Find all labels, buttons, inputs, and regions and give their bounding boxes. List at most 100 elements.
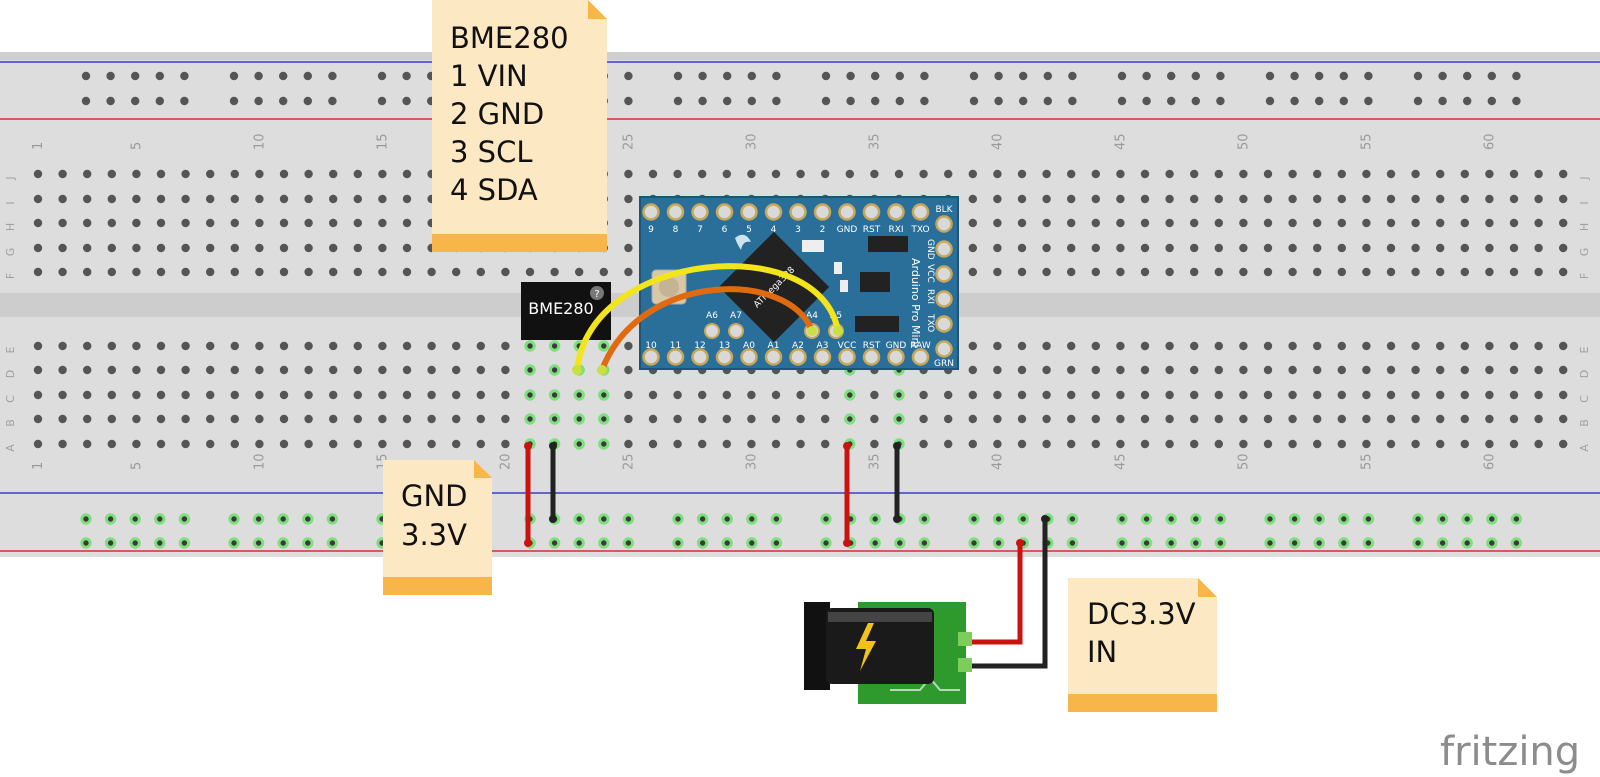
arduino-side-pad [935,340,953,358]
breadboard-hole [1190,513,1202,525]
breadboard-hole [1436,267,1445,277]
breadboard-hole [107,194,117,204]
breadboard-hole [624,267,633,277]
breadboard-hole [83,194,92,204]
breadboard-hole [1140,439,1150,449]
breadboard-hole [1290,96,1299,106]
wire-end [893,515,901,523]
breadboard-hole [1411,267,1420,277]
wire-end [597,365,607,375]
breadboard-hole [33,341,43,351]
row-letter: B [4,419,17,427]
wire-end [807,326,817,336]
row-letter: C [4,395,17,403]
breadboard-hole [255,169,264,179]
breadboard-hole [106,96,115,106]
breadboard-hole [844,413,856,425]
wire-end [549,442,557,450]
breadboard-hole [1116,341,1125,351]
row-letter: F [1578,273,1591,279]
arduino-side-pin-label: GND [925,239,935,260]
breadboard-hole [944,414,953,424]
breadboard-hole [154,513,166,525]
arduino-top-pad [691,203,709,221]
breadboard-hole [944,439,953,449]
breadboard-hole [1386,390,1396,400]
breadboard-hole [83,243,92,253]
breadboard-hole [476,414,485,424]
breadboard-hole [476,439,485,449]
breadboard-hole [501,267,510,277]
wire-end [843,539,851,547]
breadboard-hole [328,71,337,81]
breadboard-hole [83,439,92,449]
breadboard-hole [1214,537,1227,549]
breadboard-hole [1288,365,1297,375]
breadboard-hole [772,71,781,81]
breadboard-hole [770,537,783,549]
breadboard-hole [180,71,189,81]
column-number: 10 [252,133,267,150]
breadboard-hole [1436,365,1445,375]
breadboard-hole [1509,365,1519,375]
breadboard-hole [1165,439,1174,449]
arduino-top-pin-label: 7 [697,225,703,235]
breadboard-hole [353,243,362,253]
breadboard-hole [624,390,633,400]
arduino-side-pad [935,240,953,258]
breadboard-hole [598,438,610,450]
breadboard-hole [1067,194,1076,204]
breadboard-hole [1559,439,1568,449]
breadboard-hole [746,513,758,525]
breadboard-hole [1091,414,1101,424]
logo-icon [735,234,751,250]
breadboard-hole [1264,513,1276,525]
breadboard-hole [894,169,904,179]
breadboard-hole [206,267,215,277]
breadboard-hole [721,537,733,549]
breadboard-hole [1288,414,1297,424]
breadboard-hole [1534,414,1543,424]
arduino-top-pad [838,203,856,221]
breadboard-hole [1019,96,1028,106]
breadboard-hole [1116,390,1125,400]
arduino-top-pin-label: 4 [771,225,777,235]
breadboard-hole [1436,439,1445,449]
breadboard-hole [181,439,190,449]
arduino-top-pad [764,203,783,221]
smd-part [802,240,824,252]
breadboard-hole [968,267,977,277]
breadboard-hole [304,194,313,204]
breadboard-hole [1140,267,1150,277]
breadboard-hole [476,365,485,375]
breadboard-hole [107,243,117,253]
note-paper [1068,578,1217,712]
breadboard-hole [33,439,43,449]
note-dc-input: DC3.3V IN [1068,578,1217,712]
breadboard-hole [156,365,166,375]
breadboard-hole [796,169,805,179]
breadboard-hole [58,218,67,228]
breadboard-hole [969,71,979,81]
breadboard-hole [1362,341,1371,351]
breadboard-hole [968,341,977,351]
breadboard-hole [648,390,658,400]
breadboard-hole [1364,96,1373,106]
breadboard-hole [968,194,977,204]
breadboard-hole [871,71,880,81]
breadboard-hole [58,390,67,400]
breadboard-hole [304,365,313,375]
breadboard-hole [722,169,731,179]
breadboard-hole [1559,341,1568,351]
breadboard-hole [893,389,905,401]
breadboard-hole [181,194,190,204]
breadboard-hole [622,537,635,549]
breadboard-hole [698,96,707,106]
breadboard-hole [1165,513,1177,525]
breadboard-hole [796,439,805,449]
breadboard-hole [1191,96,1201,106]
breadboard-hole [1386,194,1396,204]
breadboard-hole [771,169,781,179]
breadboard-hole [1214,390,1224,400]
